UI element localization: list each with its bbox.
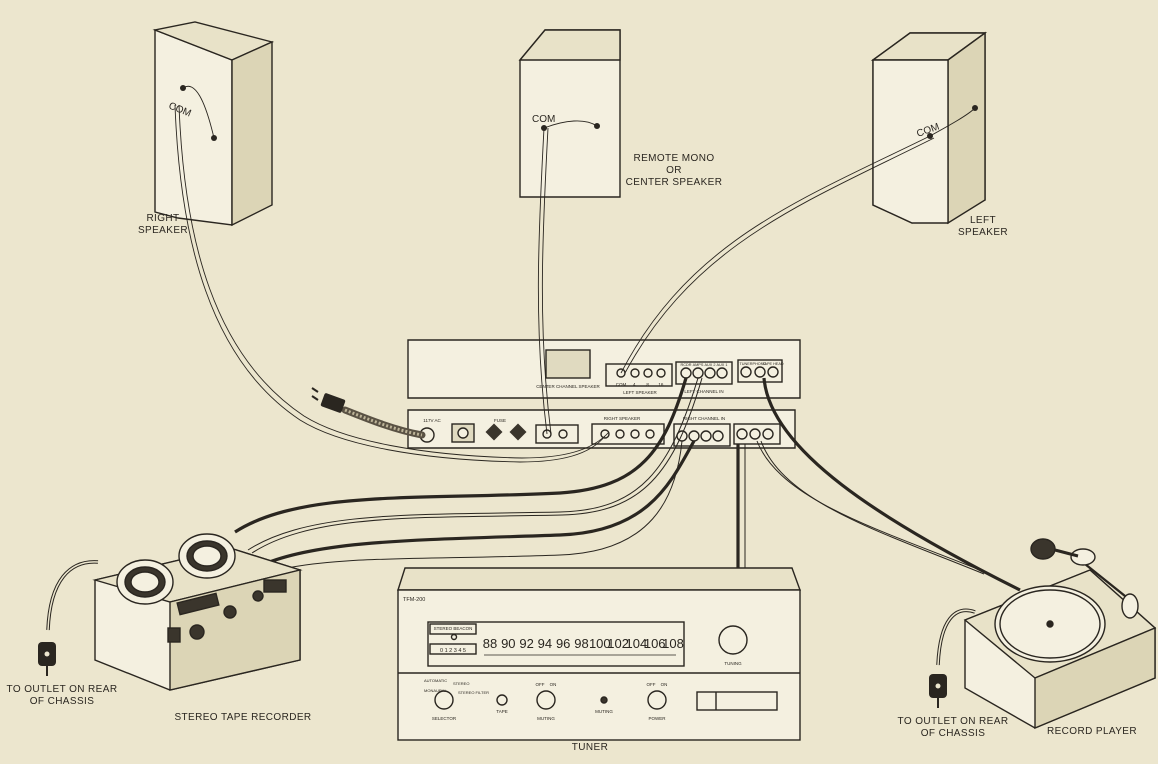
center-speaker-label-line3: CENTER SPEAKER bbox=[622, 177, 726, 189]
amp-left-channel-label: LEFT CHANNEL IN bbox=[684, 389, 723, 394]
tuner-dial-number: 94 bbox=[538, 636, 552, 651]
tuner bbox=[398, 568, 800, 740]
tuner-power-off-label: OFF bbox=[647, 682, 656, 687]
amp-left-speaker-label: LEFT SPEAKER bbox=[623, 390, 657, 395]
tuner-tuning-label: TUNING bbox=[724, 661, 742, 666]
record-player bbox=[965, 539, 1155, 728]
left-speaker-label-line1: LEFT bbox=[953, 215, 1013, 227]
amp-speaker-terminal-label: 16 bbox=[658, 382, 664, 387]
right-outlet-label-line1: TO OUTLET ON REAR bbox=[894, 716, 1012, 728]
tuner-dial-number: 92 bbox=[519, 636, 533, 651]
right-outlet-plug bbox=[929, 674, 947, 708]
tuner-power-label: POWER bbox=[648, 716, 666, 721]
tuner-dial-number: 90 bbox=[501, 636, 515, 651]
center-speaker-label-line1: REMOTE MONO bbox=[622, 153, 726, 165]
amp-input-label: AUX 2 bbox=[705, 363, 716, 367]
amp-input-label: AMPS bbox=[693, 363, 704, 367]
tuner-dial-number: 88 bbox=[483, 636, 497, 651]
tape-recorder-cord bbox=[48, 562, 98, 630]
tuner-stereo-beacon: STEREO BEACON bbox=[434, 626, 473, 631]
right-speaker-label-line2: SPEAKER bbox=[132, 225, 194, 237]
tuner-dial-number: 96 bbox=[556, 636, 570, 651]
amp-fuse-label: FUSE bbox=[494, 418, 506, 423]
tuner-dial-number: 98 bbox=[574, 636, 588, 651]
center-speaker-com-label: COM bbox=[532, 114, 555, 125]
left-outlet-label-line2: OF CHASSIS bbox=[3, 696, 121, 708]
left-outlet-label-line1: TO OUTLET ON REAR bbox=[3, 684, 121, 696]
amp-speaker-terminal-label: COM bbox=[616, 382, 627, 387]
left-outlet-plug bbox=[38, 642, 56, 676]
left-speaker-label: LEFT SPEAKER bbox=[953, 215, 1013, 239]
amp-input-label: RCDR bbox=[681, 363, 692, 367]
amp-input-label: TUNER bbox=[739, 362, 752, 366]
tuner-selector-label: SELECTOR bbox=[432, 716, 457, 721]
tuner-tape-label: TAPE bbox=[496, 709, 507, 714]
amp-input-label: AUX 1 bbox=[717, 363, 728, 367]
right-outlet-label: TO OUTLET ON REAR OF CHASSIS bbox=[894, 716, 1012, 740]
right-speaker bbox=[155, 22, 272, 225]
center-speaker-label: REMOTE MONO OR CENTER SPEAKER bbox=[622, 153, 726, 189]
amp-plug bbox=[312, 388, 346, 413]
tuner-model: TFM-200 bbox=[403, 597, 425, 603]
tuner-automatic-label: AUTOMATIC bbox=[424, 678, 447, 683]
right-speaker-label-line1: RIGHT bbox=[132, 213, 194, 225]
tuner-muting-off-label: OFF bbox=[536, 682, 545, 687]
tape-recorder bbox=[95, 534, 300, 690]
tuner-power-on-label: ON bbox=[661, 682, 668, 687]
tuner-dial-number: 108 bbox=[662, 636, 684, 651]
tuner-muting-label: MUTING bbox=[537, 716, 555, 721]
tuner-stereo-label: STEREO bbox=[453, 681, 469, 686]
record-player-label: RECORD PLAYER bbox=[1040, 726, 1144, 738]
tuner-stereo-filter-label: STEREO FILTER bbox=[458, 690, 489, 695]
tuner-muting-on-label: ON bbox=[550, 682, 557, 687]
amp-right-speaker-label: RIGHT SPEAKER bbox=[604, 416, 641, 421]
tuner-monaural-label: MONAURAL bbox=[424, 688, 447, 693]
tape-recorder-label: STEREO TAPE RECORDER bbox=[168, 712, 318, 724]
amp-ac-label: 117V AC bbox=[423, 418, 441, 423]
left-outlet-label: TO OUTLET ON REAR OF CHASSIS bbox=[3, 684, 121, 708]
tuner-scale-digits: 0 1 2 3 4 5 bbox=[440, 648, 466, 654]
left-speaker-label-line2: SPEAKER bbox=[953, 227, 1013, 239]
center-speaker-label-line2: OR bbox=[622, 165, 726, 177]
tuner-label: TUNER bbox=[560, 742, 620, 754]
right-speaker-label: RIGHT SPEAKER bbox=[132, 213, 194, 237]
tuner-muting-indicator-label: MUTING bbox=[595, 709, 613, 714]
right-outlet-label-line2: OF CHASSIS bbox=[894, 728, 1012, 740]
amp-input-label: TAPE HEAD bbox=[762, 362, 783, 366]
